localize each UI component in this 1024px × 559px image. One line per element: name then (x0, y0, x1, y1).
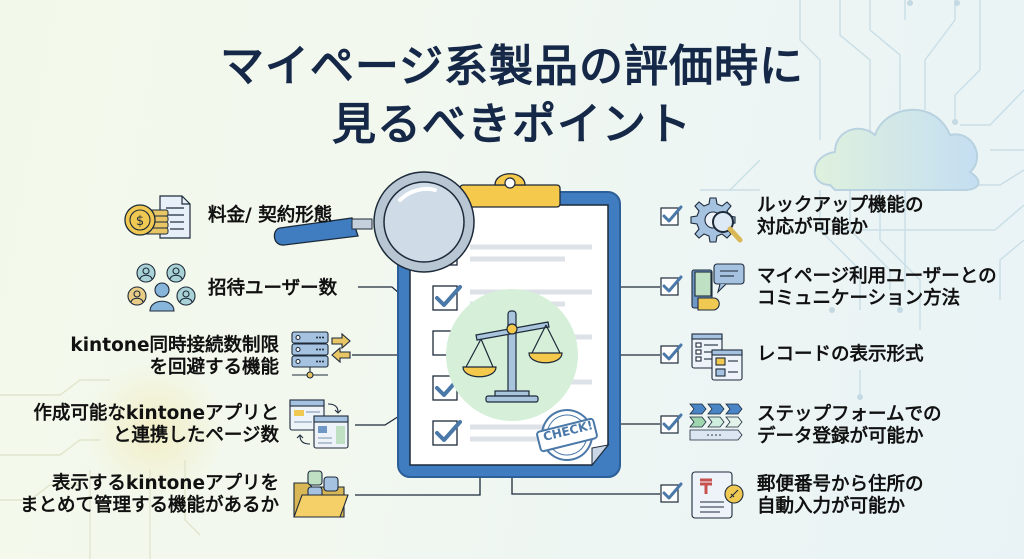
check-stamp (536, 409, 598, 461)
left-item-concurrent-limit: kintone同時接続数制限 を回避する機能 (70, 335, 279, 378)
right-item-postal-autofill: 郵便番号から住所の 自動入力が可能か (757, 474, 924, 517)
glow-spot (85, 360, 225, 500)
coins-document-icon: $ (124, 195, 191, 239)
circuit-dots (829, 0, 960, 400)
scales-of-justice-icon (462, 310, 563, 403)
right-item-record-display: レコードの表示形式 (757, 344, 924, 365)
cloud-icon (813, 108, 980, 191)
gear-search-icon (690, 197, 743, 243)
right-item-lookup: ルックアップ機能の 対応が可能か (757, 195, 924, 238)
linked-windows-icon (289, 399, 349, 449)
circuit-lines-left (0, 379, 201, 559)
record-windows-icon (691, 333, 743, 381)
page-title-line-1: マイページ系製品の評価時に (219, 41, 805, 92)
magnifier-icon (273, 171, 475, 273)
page-title-line-2: 見るべきポイント (332, 99, 692, 150)
users-group-icon (127, 263, 196, 312)
left-item-pricing: 料金/ 契約形態 (208, 205, 333, 226)
postal-card-icon (691, 471, 744, 519)
chat-tablet-icon (691, 263, 745, 311)
left-item-app-grouping: 表示するkintoneアプリを まとめて管理する機能があるか (19, 473, 279, 516)
left-item-linked-pages: 作成可能なkintoneアプリと と連携したページ数 (33, 403, 279, 446)
svg-text:$: $ (136, 214, 144, 229)
step-chevrons-icon (689, 403, 743, 441)
right-item-communication: マイページ利用ユーザーとの コミュニケーション方法 (757, 266, 997, 309)
server-sync-icon (291, 331, 351, 379)
folder-apps-icon (293, 470, 349, 518)
circuit-lines-right (700, 0, 1024, 395)
left-item-invited-users: 招待ユーザー数 (208, 278, 338, 299)
right-item-step-form: ステップフォームでの データ登録が可能か (757, 404, 942, 447)
